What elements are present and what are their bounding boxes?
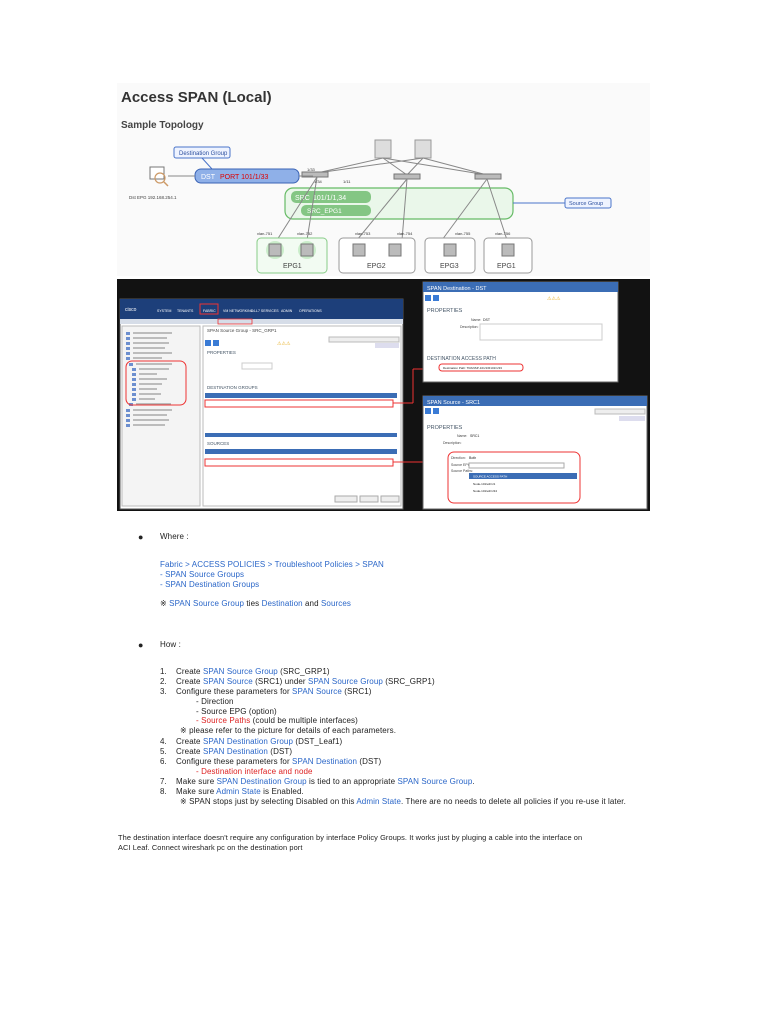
- where-bullet-dot: ●: [138, 532, 144, 542]
- tab-fabric: FABRIC: [203, 309, 216, 313]
- properties-heading: PROPERTIES: [207, 350, 236, 355]
- how-step-3-direction: - Direction: [196, 697, 234, 706]
- how-step-3: 3.Configure these parameters for SPAN So…: [160, 687, 372, 696]
- src-name-label: Name:: [457, 434, 467, 438]
- spine-switch-icon: [374, 139, 432, 159]
- panel-title: SPAN Source Group - SRC_GRP1: [207, 328, 277, 333]
- topology-diagram: Destination Group DST PORT 101/1/33 Dst …: [129, 139, 612, 274]
- tab-tenants: TENANTS: [177, 309, 194, 313]
- dst-label: DST: [201, 174, 216, 181]
- how-step-3-source-epg: - Source EPG (option): [196, 707, 277, 716]
- epg-label-1: EPG1: [283, 263, 302, 270]
- src-name-value: SRC1: [470, 434, 479, 438]
- dst-port: PORT 101/1/33: [220, 174, 268, 181]
- tab-l4l7: L4-L7 SERVICES: [251, 309, 279, 313]
- footer-line-1: The destination interface doesn't requir…: [118, 833, 583, 842]
- dest-groups-heading: DESTINATION GROUPS: [207, 385, 258, 390]
- src-paths-label: Source Paths:: [451, 469, 473, 473]
- how-step-8-note: ※ SPAN stops just by selecting Disabled …: [180, 797, 626, 806]
- tab-vm-networking: VM NETWORKING: [223, 309, 254, 313]
- src-path-header: SOURCE ACCESS PATH: [473, 475, 507, 479]
- src-direction-label: Direction:: [451, 456, 466, 460]
- dst-name-label: Name:: [471, 318, 481, 322]
- src-epg: SRC_EPG1: [307, 208, 342, 215]
- src-desc-label: Description:: [443, 441, 462, 445]
- slide-subtitle: Sample Topology: [121, 120, 204, 131]
- topology-slide: Access SPAN (Local) Sample Topology Dest…: [117, 83, 650, 276]
- dst-desc-label: Description:: [460, 325, 479, 329]
- vlan-label-5: vlan-755: [455, 231, 471, 236]
- how-step-1: 1.Create SPAN Source Group (SRC_GRP1): [160, 667, 330, 676]
- apic-screenshot: cisco SYSTEM TENANTS FABRIC VM NETWORKIN…: [117, 279, 650, 511]
- dst-properties-heading: PROPERTIES: [427, 308, 463, 314]
- dst-window-title: SPAN Destination - DST: [427, 286, 487, 292]
- slide-title: Access SPAN (Local): [121, 89, 272, 106]
- where-label: Where :: [160, 532, 189, 541]
- how-step-4: 4.Create SPAN Destination Group (DST_Lea…: [160, 737, 343, 746]
- svg-text:⚠⚠⚠: ⚠⚠⚠: [277, 341, 291, 347]
- sources-heading: SOURCES: [207, 441, 229, 446]
- port-label-1: 1/33: [307, 167, 316, 172]
- tab-admin: ADMIN: [281, 309, 293, 313]
- src-window-title: SPAN Source - SRC1: [427, 400, 480, 406]
- epg-group-1: EPG1: [256, 237, 328, 274]
- destination-group-label: Destination Group: [179, 151, 228, 157]
- dst-epg: Dst EPG 192.168.254.1: [129, 195, 177, 200]
- tab-system: SYSTEM: [157, 309, 171, 313]
- how-step-7: 7.Make sure SPAN Destination Group is ti…: [160, 777, 475, 786]
- svg-text:⚠⚠⚠: ⚠⚠⚠: [547, 296, 561, 302]
- source-group-label: Source Group: [569, 201, 603, 207]
- how-step-5: 5.Create SPAN Destination (DST): [160, 747, 293, 756]
- where-item-source-groups: - SPAN Source Groups: [160, 570, 245, 579]
- epg-label-4: EPG1: [497, 263, 516, 270]
- vlan-label-4: vlan-754: [397, 231, 413, 236]
- epg-label-3: EPG3: [440, 263, 459, 270]
- vlan-label-1: vlan-751: [257, 231, 273, 236]
- vlan-label-3: vlan-753: [355, 231, 371, 236]
- epg-group-2: EPG2: [338, 237, 416, 274]
- src-direction-value: Both: [469, 456, 476, 460]
- where-path: Fabric > ACCESS POLICIES > Troubleshoot …: [160, 560, 384, 569]
- dst-access-path-heading: DESTINATION ACCESS PATH: [427, 356, 496, 362]
- epg-group-3: EPG3: [424, 237, 476, 274]
- src-label: SRC: [295, 195, 310, 202]
- port-label-2: 1/34: [314, 179, 323, 184]
- how-step-6-destination: - Destination interface and node: [196, 767, 313, 776]
- how-step-2: 2.Create SPAN Source (SRC1) under SPAN S…: [160, 677, 435, 686]
- cisco-logo: cisco: [125, 307, 137, 313]
- footer-line-2: ACI Leaf. Connect wireshark pc on the de…: [118, 843, 303, 852]
- capture-pc-icon: [149, 166, 169, 187]
- how-step-6: 6.Configure these parameters for SPAN De…: [160, 757, 382, 766]
- where-note: ※ SPAN Source Group ties Destination and…: [160, 599, 352, 608]
- dst-path-value: Destination Path: TRANSP-101/1/R101/1/33: [443, 366, 502, 370]
- how-step-8: 8.Make sure Admin State is Enabled.: [160, 787, 304, 796]
- how-step-3-source-paths: - Source Paths (could be multiple interf…: [196, 716, 358, 725]
- vlan-label-2: vlan-752: [297, 231, 313, 236]
- tab-operations: OPERATIONS: [299, 309, 322, 313]
- where-item-destination-groups: - SPAN Destination Groups: [160, 580, 260, 589]
- epg-group-4: EPG1: [483, 237, 533, 274]
- src-port: 101/1/1,34: [313, 195, 346, 202]
- vlan-label-6: vlan-756: [495, 231, 511, 236]
- src-epg-label: Source EPG:: [451, 463, 471, 467]
- src-path-2: Node-101/eth1/34: [473, 489, 497, 493]
- epg-label-2: EPG2: [367, 263, 386, 270]
- how-bullet-dot: ●: [138, 640, 144, 650]
- how-step-3-note: ※ please refer to the picture for detail…: [180, 726, 397, 735]
- src-path-1: Node-101/eth1/1: [473, 482, 496, 486]
- port-label-3: 1/11: [343, 179, 351, 184]
- how-label: How :: [160, 640, 181, 649]
- src-properties-heading: PROPERTIES: [427, 425, 463, 431]
- dst-name-value: DST: [483, 318, 491, 322]
